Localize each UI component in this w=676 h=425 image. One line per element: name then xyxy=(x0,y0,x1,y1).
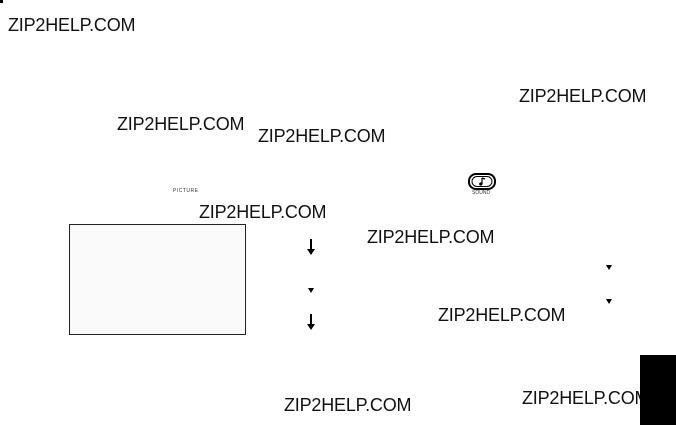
triangle-down-icon xyxy=(606,265,612,270)
arrow-down-icon xyxy=(307,314,315,330)
screen-illustration xyxy=(69,224,246,335)
section-tab xyxy=(640,355,676,425)
arrow-down-icon xyxy=(307,239,315,255)
watermark: ZIP2HELP.COM xyxy=(8,15,136,35)
corner-mark xyxy=(0,0,3,3)
watermark: ZIP2HELP.COM xyxy=(258,126,386,146)
triangle-down-icon xyxy=(606,299,612,304)
sound-button-label: SOUND xyxy=(472,190,491,196)
watermark: ZIP2HELP.COM xyxy=(438,305,566,325)
watermark: ZIP2HELP.COM xyxy=(117,114,245,134)
watermark: ZIP2HELP.COM xyxy=(367,227,495,247)
triangle-down-icon xyxy=(308,288,314,293)
watermark: ZIP2HELP.COM xyxy=(199,202,327,222)
watermark: ZIP2HELP.COM xyxy=(519,86,647,106)
music-note-button-icon xyxy=(468,173,496,190)
picture-button-label: PICTURE xyxy=(173,188,199,194)
watermark: ZIP2HELP.COM xyxy=(284,395,412,415)
watermark: ZIP2HELP.COM xyxy=(522,388,650,408)
